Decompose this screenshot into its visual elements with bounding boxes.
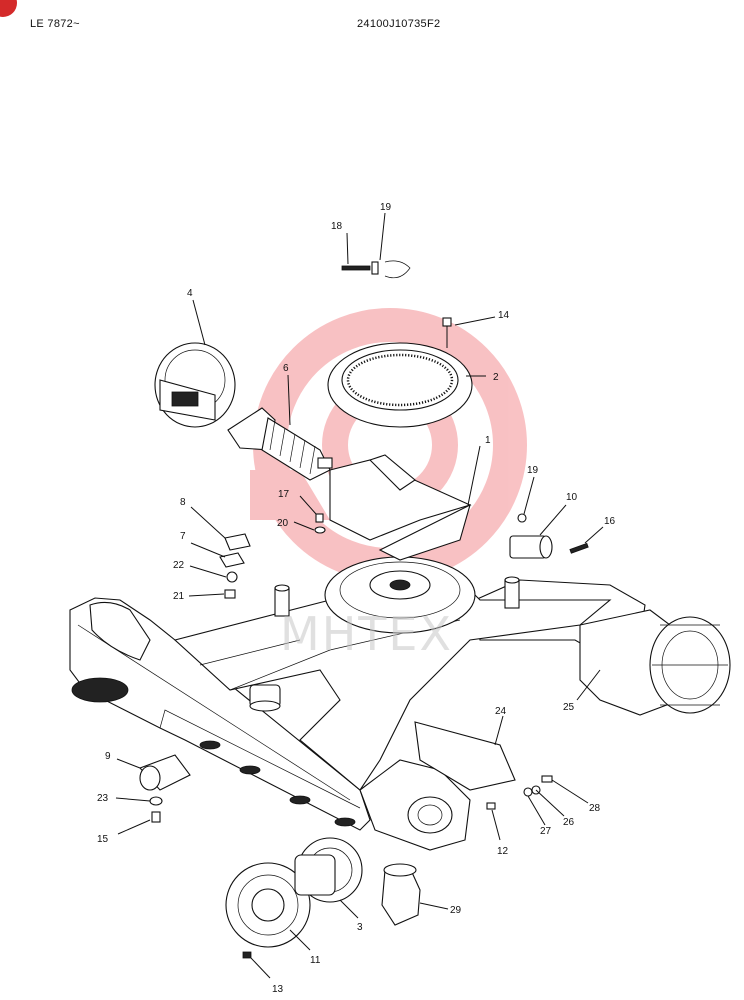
callout-7: 7 bbox=[180, 531, 186, 542]
upper-frame-bracket bbox=[329, 454, 472, 561]
corner-badge-icon bbox=[0, 0, 17, 17]
leader-lines bbox=[115, 212, 604, 979]
callout-28: 28 bbox=[589, 803, 601, 814]
callout-11: 11 bbox=[310, 955, 321, 966]
callout-10: 10 bbox=[566, 492, 578, 503]
callout-14: 14 bbox=[498, 310, 510, 321]
callout-9: 9 bbox=[105, 751, 111, 762]
callout-2: 2 bbox=[493, 372, 499, 383]
serial-range-label: LE 7872~ bbox=[30, 18, 80, 30]
bolt-14 bbox=[442, 317, 452, 348]
swing-bearing-ring bbox=[327, 342, 473, 428]
callout-6: 6 bbox=[283, 363, 289, 374]
callout-21: 21 bbox=[173, 591, 185, 602]
callout-1: 1 bbox=[485, 435, 491, 446]
callout-29: 29 bbox=[450, 905, 462, 916]
front-idler bbox=[154, 342, 236, 428]
sprocket-and-motor bbox=[225, 837, 421, 959]
callout-23: 23 bbox=[97, 793, 109, 804]
callout-18: 18 bbox=[331, 221, 343, 232]
bolt-and-clamp bbox=[341, 260, 411, 279]
callout-16: 16 bbox=[604, 516, 616, 527]
bolt-17-washer-20 bbox=[314, 513, 326, 534]
callout-26: 26 bbox=[563, 817, 575, 828]
watermark-text: MHTEX bbox=[280, 607, 453, 661]
callout-4: 4 bbox=[187, 288, 193, 299]
track-frame bbox=[69, 556, 731, 851]
plates-and-nuts bbox=[219, 533, 251, 599]
callout-12: 12 bbox=[497, 846, 509, 857]
cover-plate bbox=[414, 721, 516, 791]
callout-13: 13 bbox=[272, 984, 284, 995]
drawing-number: 24100J10735F2 bbox=[357, 18, 441, 30]
callout-22: 22 bbox=[173, 560, 185, 571]
callout-3: 3 bbox=[357, 922, 363, 933]
callout-20: 20 bbox=[277, 518, 289, 529]
carrier-roller-assembly bbox=[139, 754, 191, 823]
callout-27: 27 bbox=[540, 826, 552, 837]
recoil-spring-assembly bbox=[227, 407, 333, 481]
callout-25: 25 bbox=[563, 702, 575, 713]
stopper-parts bbox=[509, 513, 589, 559]
callout-19-top: 19 bbox=[380, 202, 392, 213]
callout-15: 15 bbox=[97, 834, 109, 845]
callout-24: 24 bbox=[495, 706, 507, 717]
callout-19-right: 19 bbox=[527, 465, 539, 476]
callout-8: 8 bbox=[180, 497, 186, 508]
callout-17: 17 bbox=[278, 489, 290, 500]
